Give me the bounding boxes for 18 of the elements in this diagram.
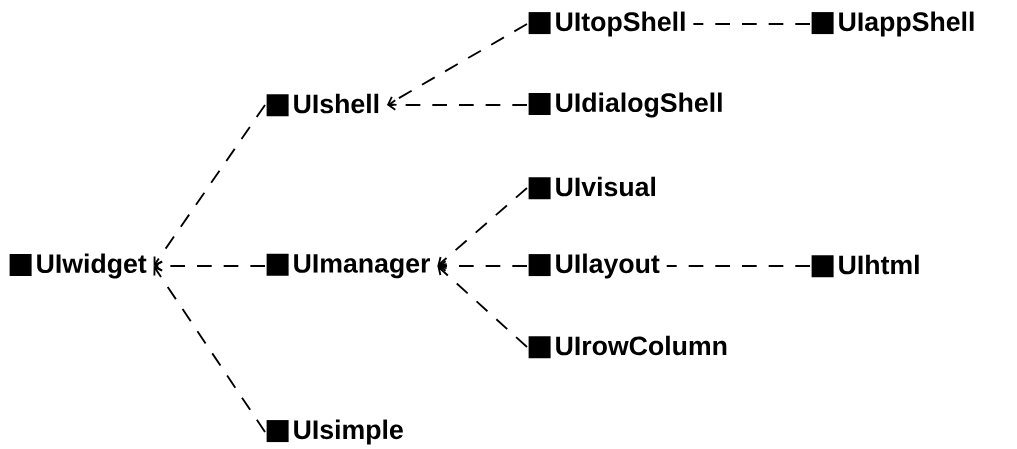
inheritance-arrow (153, 266, 266, 433)
class-label: UIwidget (9, 253, 147, 279)
class-label: UImanager (266, 253, 430, 279)
inheritance-arrow (153, 104, 266, 266)
class-label: UItopShell (528, 11, 685, 37)
inheritance-arrow (386, 23, 528, 106)
inheritance-arrow (387, 99, 528, 111)
class-label: UIvisual (528, 176, 655, 200)
class-label: UIdialogShell (528, 92, 722, 118)
class-label: UIhtml (811, 254, 919, 278)
inheritance-arrow (437, 266, 528, 348)
class-label: UIshell (266, 93, 379, 117)
class-label: UIlayout (528, 253, 660, 279)
class-label: UIappShell (811, 11, 974, 37)
inheritance-arrow (437, 260, 528, 272)
inheritance-arrow (437, 187, 528, 266)
class-label: UIsimple (266, 419, 403, 445)
class-label: UIrowColumn (528, 335, 727, 359)
